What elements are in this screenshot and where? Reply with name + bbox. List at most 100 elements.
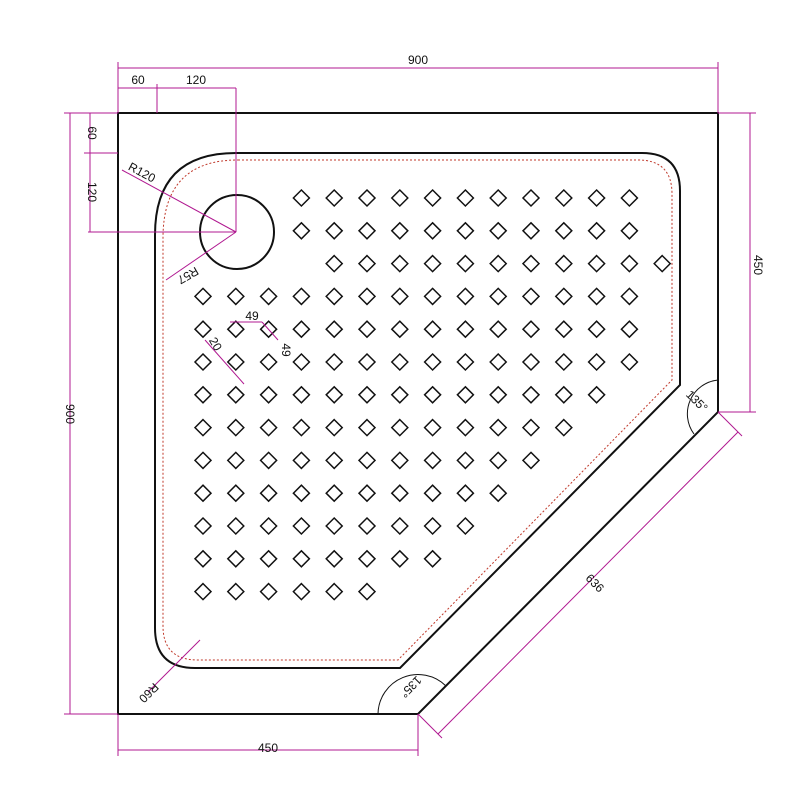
pattern-diamond [390,549,409,568]
label-bottom-side: 450 [258,741,278,755]
pattern-diamond [554,287,573,306]
pattern-diamond [292,451,311,470]
pattern-diamond [292,287,311,306]
pattern-diamond [193,582,213,601]
pattern-diamond [325,385,344,404]
pattern-diamond [226,549,245,568]
pattern-diamond [357,221,377,240]
pattern-diamond [325,582,344,601]
pattern-diamond [554,188,573,208]
pattern-diamond [259,451,278,470]
anti-slip-pattern [193,188,672,601]
pattern-diamond [226,484,245,503]
pattern-diamond [325,516,344,536]
pattern-diamond [489,221,508,240]
pattern-diamond [325,484,344,503]
pattern-diamond [292,320,311,339]
pattern-diamond [521,287,541,306]
pattern-diamond [489,352,508,372]
pattern-diamond [554,320,573,339]
pattern-diamond [193,320,213,339]
pattern-diamond [259,352,278,372]
pattern-diamond [259,418,278,437]
pattern-diamond [226,320,245,339]
pattern-diamond [423,320,442,339]
label-left-height: 900 [63,404,77,424]
pattern-diamond [259,582,278,601]
pattern-diamond [259,484,278,503]
pattern-diamond [390,188,409,208]
pattern-diamond [456,385,475,404]
pattern-diamond [226,385,245,404]
pattern-diamond [620,221,639,240]
pattern-diamond [423,418,442,437]
pattern-diamond [620,352,639,372]
pattern-diamond [521,385,541,404]
pattern-diamond [554,418,573,437]
pattern-diamond [587,221,606,240]
pattern-diamond [456,451,475,470]
pattern-diamond [554,352,573,372]
pattern-diamond [390,221,409,240]
pattern-diamond [521,254,541,273]
pattern-diamond [390,484,409,503]
pattern-diamond [193,352,213,372]
pattern-diamond [423,385,442,404]
pattern-diamond [423,451,442,470]
pattern-diamond [521,418,541,437]
label-pattern-offset: 20 [206,335,225,354]
pattern-diamond [423,516,442,536]
pattern-diamond [357,254,377,273]
pattern-diamond [554,254,573,273]
pattern-diamond [292,352,311,372]
pattern-diamond [325,254,344,273]
pattern-diamond [521,188,541,208]
pattern-diamond [423,188,442,208]
basin-outline [154,152,681,669]
pattern-diamond [259,385,278,404]
angle-arc-bottom [377,674,447,715]
pattern-diamond [193,484,213,503]
pattern-diamond [620,188,639,208]
pattern-diamond [357,582,377,601]
pattern-diamond [423,549,442,568]
pattern-diamond [489,188,508,208]
label-radius-corner: R120 [126,160,158,186]
pattern-diamond [357,352,377,372]
pattern-diamond [587,385,606,404]
pattern-diamond [653,254,672,273]
pattern-diamond [193,549,213,568]
pattern-diamond [489,385,508,404]
label-pattern-spacing-h: 49 [245,309,259,323]
pattern-diamond [357,549,377,568]
pattern-diamond [390,320,409,339]
pattern-diamond [489,418,508,437]
pattern-diamond [292,188,311,208]
pattern-diamond [357,188,377,208]
pattern-diamond [325,549,344,568]
pattern-diamond [390,451,409,470]
pattern-diamond [390,254,409,273]
pattern-diamond [292,484,311,503]
pattern-diamond [193,451,213,470]
pattern-diamond [292,418,311,437]
dimension-lines [64,62,756,756]
pattern-diamond [357,484,377,503]
pattern-diamond [521,221,541,240]
pattern-diamond [390,385,409,404]
label-top-offset-60: 60 [131,73,145,87]
pattern-diamond [325,352,344,372]
pattern-diamond [226,418,245,437]
pattern-diamond [292,221,311,240]
pattern-diamond [357,451,377,470]
pattern-diamond [357,287,377,306]
pattern-diamond [390,418,409,437]
label-diagonal: 636 [583,571,607,595]
pattern-diamond [620,320,639,339]
label-radius-bottom: R60 [136,680,162,706]
pattern-diamond [325,320,344,339]
pattern-diamond [259,320,278,339]
pattern-diamond [357,320,377,339]
pattern-diamond [521,352,541,372]
